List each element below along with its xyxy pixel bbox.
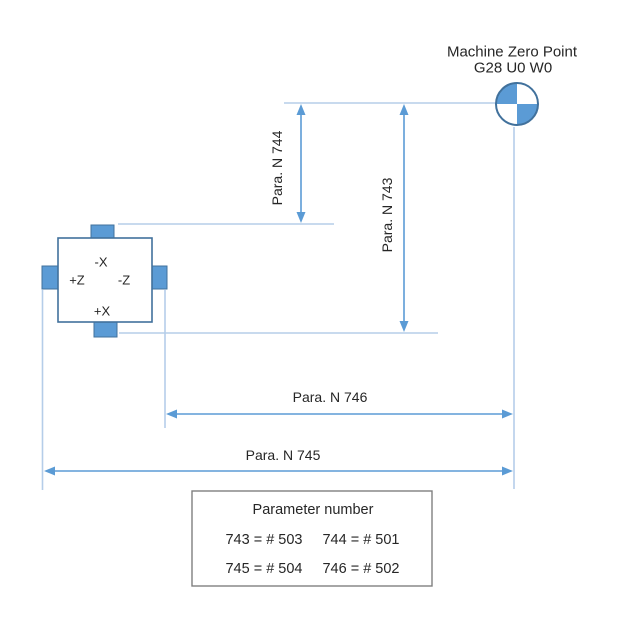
arrowhead-up-n744 — [296, 104, 306, 115]
zero-point-title: Machine Zero Point — [447, 44, 578, 61]
dimension-label-n745: Para. N 745 — [246, 447, 321, 463]
turret-symbol: -X +Z -Z +X — [41, 224, 168, 338]
dimension-n746: Para. N 746 — [166, 389, 513, 419]
dimension-label-n746: Para. N 746 — [293, 389, 368, 405]
parameter-cell-743: 743 = # 503 — [225, 532, 302, 548]
arrowhead-up-n743 — [399, 104, 409, 115]
turret-tab-bottom — [93, 321, 118, 338]
axis-label-plus-z: +Z — [69, 273, 85, 288]
axis-label-minus-x: -X — [95, 255, 108, 270]
turret-tab-left — [41, 265, 59, 290]
parameter-cell-746: 746 = # 502 — [322, 561, 399, 577]
dimension-label-n743: Para. N 743 — [379, 177, 395, 252]
zero-point-subtitle: G28 U0 W0 — [474, 60, 552, 77]
turret-tab-top — [90, 224, 115, 240]
parameter-table-title: Parameter number — [253, 502, 374, 518]
turret-tab-right — [150, 265, 168, 290]
axis-label-minus-z: -Z — [118, 273, 130, 288]
zero-point-circle-outline — [495, 82, 539, 126]
dimension-n744: Para. N 744 — [269, 104, 306, 223]
dimension-n743: Para. N 743 — [379, 104, 409, 332]
arrowhead-down-n744 — [296, 212, 306, 223]
arrowhead-left-n746 — [166, 409, 177, 419]
machine-zero-point-symbol — [495, 82, 539, 126]
parameter-table-border — [191, 490, 433, 587]
arrowhead-right-n745 — [502, 466, 513, 476]
arrowhead-down-n743 — [399, 321, 409, 332]
arrowhead-right-n746 — [502, 409, 513, 419]
dimension-label-n744: Para. N 744 — [269, 130, 285, 205]
zero-point-quadrant-bottom-right — [517, 104, 538, 125]
axis-label-plus-x: +X — [94, 304, 111, 319]
parameter-cell-745: 745 = # 504 — [225, 561, 302, 577]
arrowhead-left-n745 — [44, 466, 55, 476]
parameter-table: Parameter number 743 = # 503 744 = # 501… — [191, 490, 433, 587]
turret-body — [57, 237, 153, 323]
zero-point-quadrant-top-left — [496, 83, 517, 104]
dimension-n745: Para. N 745 — [44, 447, 513, 476]
parameter-cell-744: 744 = # 501 — [322, 532, 399, 548]
